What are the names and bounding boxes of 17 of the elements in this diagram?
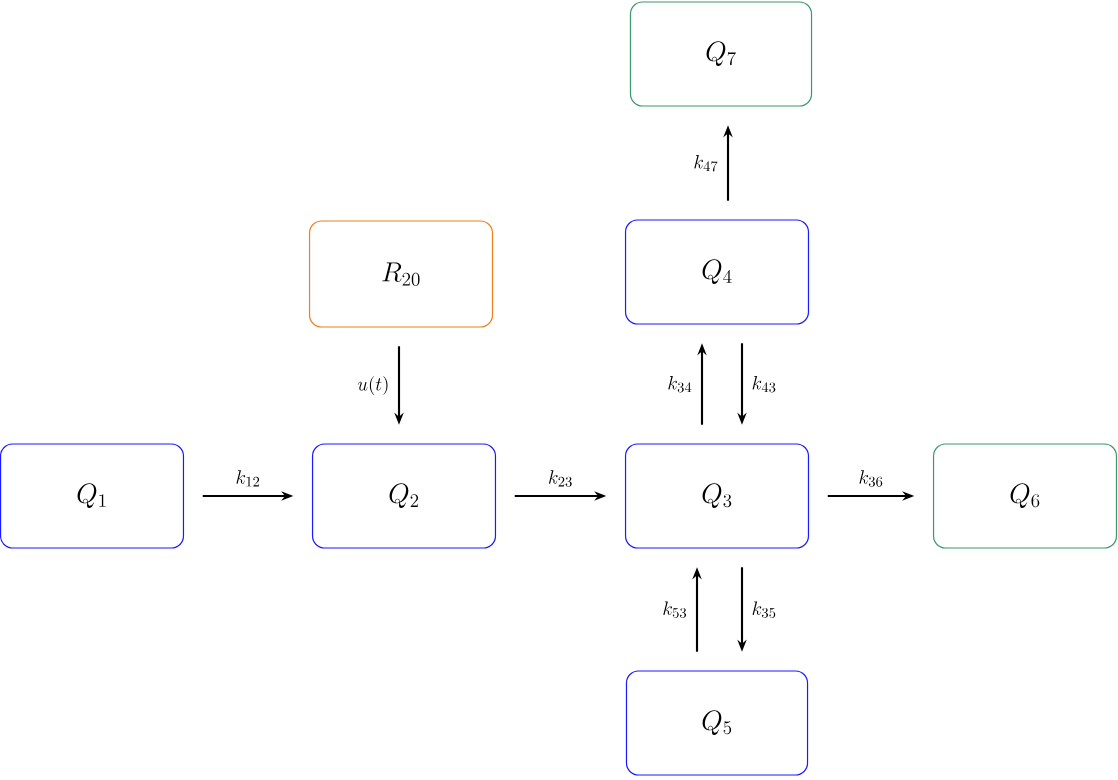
edge-label: $k_{23}$ <box>549 470 572 487</box>
edge-label: $k_{34}$ <box>668 375 692 393</box>
edge-label: $k_{53}$ <box>663 601 687 618</box>
edge-label: $k_{43}$ <box>752 375 776 393</box>
compartment-box: $Q_{1}$ <box>0 443 185 549</box>
compartment-box: $Q_{2}$ <box>311 443 497 549</box>
edge-label: $k_{12}$ <box>236 470 260 487</box>
compartment-box: $Q_{6}$ <box>932 443 1118 549</box>
edge-label: $k_{47}$ <box>694 154 718 172</box>
edge-label: $k_{36}$ <box>859 470 883 487</box>
compartment-box: $Q_{5}$ <box>625 670 809 776</box>
compartment-box: $Q_{3}$ <box>624 443 810 549</box>
compartment-box: $R_{20}$ <box>308 220 494 328</box>
edge-label: $k_{35}$ <box>752 601 776 618</box>
compartment-box: $Q_{4}$ <box>624 219 810 325</box>
compartment-box: $Q_{7}$ <box>629 1 813 107</box>
edge-label: $u(t)$ <box>357 375 388 396</box>
